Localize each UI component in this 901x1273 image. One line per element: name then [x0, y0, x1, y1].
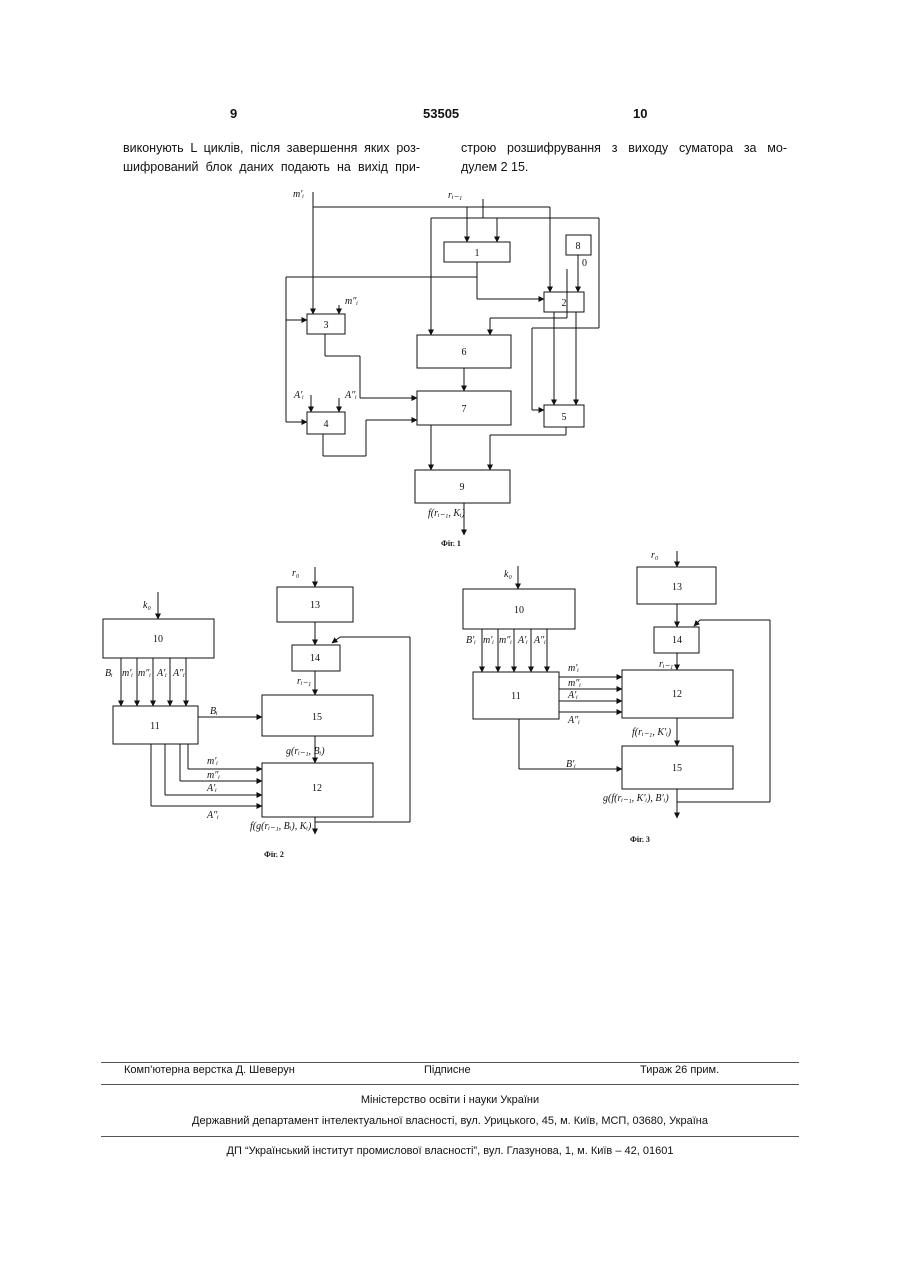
footer-ministry: Міністерство освіти і науки України — [101, 1094, 799, 1106]
label-a-double: A″ᵢ — [344, 390, 357, 401]
label-bi-bus: Bᵢ — [210, 706, 218, 717]
label-g: g(rᵢ₋₁, Bᵢ) — [286, 746, 325, 757]
label-m-prime: m′ᵢ — [483, 635, 494, 646]
footer-rule-bottom — [101, 1136, 799, 1137]
figure-1 — [286, 192, 599, 535]
block-13-label: 13 — [310, 600, 320, 611]
block-9-label: 9 — [460, 482, 465, 493]
block-8-label: 8 — [576, 241, 581, 252]
block-10-label: 10 — [153, 634, 163, 645]
label-b-prime-bus: B′ᵢ — [566, 759, 576, 770]
label-k0: k₀ — [143, 600, 151, 611]
figure-3-text: 10 11 12 13 14 15 k₀ r₀ B′ᵢ m′ᵢ m″ᵢ A′ᵢ … — [466, 550, 682, 844]
label-a-double: A″ᵢ — [172, 668, 185, 679]
label-m-double: m″ᵢ — [499, 635, 512, 646]
block-2-label: 2 — [562, 298, 567, 309]
label-a-prime: A′ᵢ — [156, 668, 167, 679]
label-a-double: A″ᵢ — [533, 635, 546, 646]
block-10-label: 10 — [514, 605, 524, 616]
label-a-double-bus: A″ᵢ — [206, 810, 219, 821]
footer-rule-middle — [101, 1084, 799, 1085]
block-7-label: 7 — [462, 404, 467, 415]
label-output: f(g(rᵢ₋₁, Bᵢ), Kᵢ) — [250, 821, 312, 832]
label-a-double-bus: A″ᵢ — [567, 715, 580, 726]
block-11-label: 11 — [511, 691, 521, 702]
label-b-prime: B′ᵢ — [466, 635, 476, 646]
block-3-label: 3 — [324, 320, 329, 331]
label-m-double-bus: m″ᵢ — [568, 678, 581, 689]
figure-3-caption: Фіг. 3 — [630, 835, 650, 844]
figure-2-caption: Фіг. 2 — [264, 850, 284, 859]
figures-svg: 1 2 3 4 5 6 7 8 9 m′ᵢ rᵢ₋₁ m″ᵢ A′ᵢ A″ᵢ 0… — [0, 0, 901, 900]
block-11-label: 11 — [150, 721, 160, 732]
label-m-double: m″ᵢ — [345, 296, 358, 307]
block-13-label: 13 — [672, 582, 682, 593]
label-r0: r₀ — [292, 568, 300, 579]
label-a-prime: A′ᵢ — [517, 635, 528, 646]
block-15-label: 15 — [312, 712, 322, 723]
block-12-label: 12 — [672, 689, 682, 700]
footer-institute: ДП “Український інститут промислової вла… — [101, 1145, 799, 1157]
block-4-label: 4 — [324, 419, 329, 430]
label-output: g(f(rᵢ₋₁, K′ᵢ), B′ᵢ) — [603, 793, 669, 804]
label-r: rᵢ₋₁ — [297, 676, 311, 687]
label-r0: r₀ — [651, 550, 659, 561]
figure-3 — [463, 551, 770, 818]
label-m-prime: m′ᵢ — [122, 668, 133, 679]
block-14-label: 14 — [310, 653, 320, 664]
footer-department: Державний департамент інтелектуальної вл… — [101, 1115, 799, 1127]
figure-1-caption: Фіг. 1 — [441, 539, 461, 548]
label-m-prime-bus: m′ᵢ — [207, 756, 218, 767]
label-k0: k₀ — [504, 569, 512, 580]
footer-circulation: Тираж 26 прим. — [640, 1064, 719, 1076]
label-a-prime: A′ᵢ — [293, 390, 304, 401]
label-output: f(rᵢ₋₁, Kᵢ) — [428, 508, 466, 519]
label-bi: Bᵢ — [105, 668, 113, 679]
footer-rule-top — [101, 1062, 799, 1063]
label-m-prime-bus: m′ᵢ — [568, 663, 579, 674]
label-r: rᵢ₋₁ — [659, 659, 673, 670]
footer-signed: Підписне — [424, 1064, 471, 1076]
block-5-label: 5 — [562, 412, 567, 423]
label-r: rᵢ₋₁ — [448, 190, 462, 201]
block-14-label: 14 — [672, 635, 682, 646]
label-a-prime-bus: A′ᵢ — [567, 690, 578, 701]
figure-2-text: 10 11 12 13 14 15 k₀ r₀ Bᵢ m′ᵢ m″ᵢ A′ᵢ A… — [105, 568, 325, 859]
label-m-prime: m′ᵢ — [293, 189, 304, 200]
block-6-label: 6 — [462, 347, 467, 358]
label-zero: 0 — [582, 258, 587, 269]
footer-layout: Комп’ютерна верстка Д. Шеверун — [124, 1064, 295, 1076]
label-m-double: m″ᵢ — [138, 668, 151, 679]
label-a-prime-bus: A′ᵢ — [206, 783, 217, 794]
block-12-label: 12 — [312, 783, 322, 794]
label-m-double-bus: m″ᵢ — [207, 770, 220, 781]
block-15-label: 15 — [672, 763, 682, 774]
label-f: f(rᵢ₋₁, K′ᵢ) — [632, 727, 672, 738]
block-1-label: 1 — [475, 248, 480, 259]
